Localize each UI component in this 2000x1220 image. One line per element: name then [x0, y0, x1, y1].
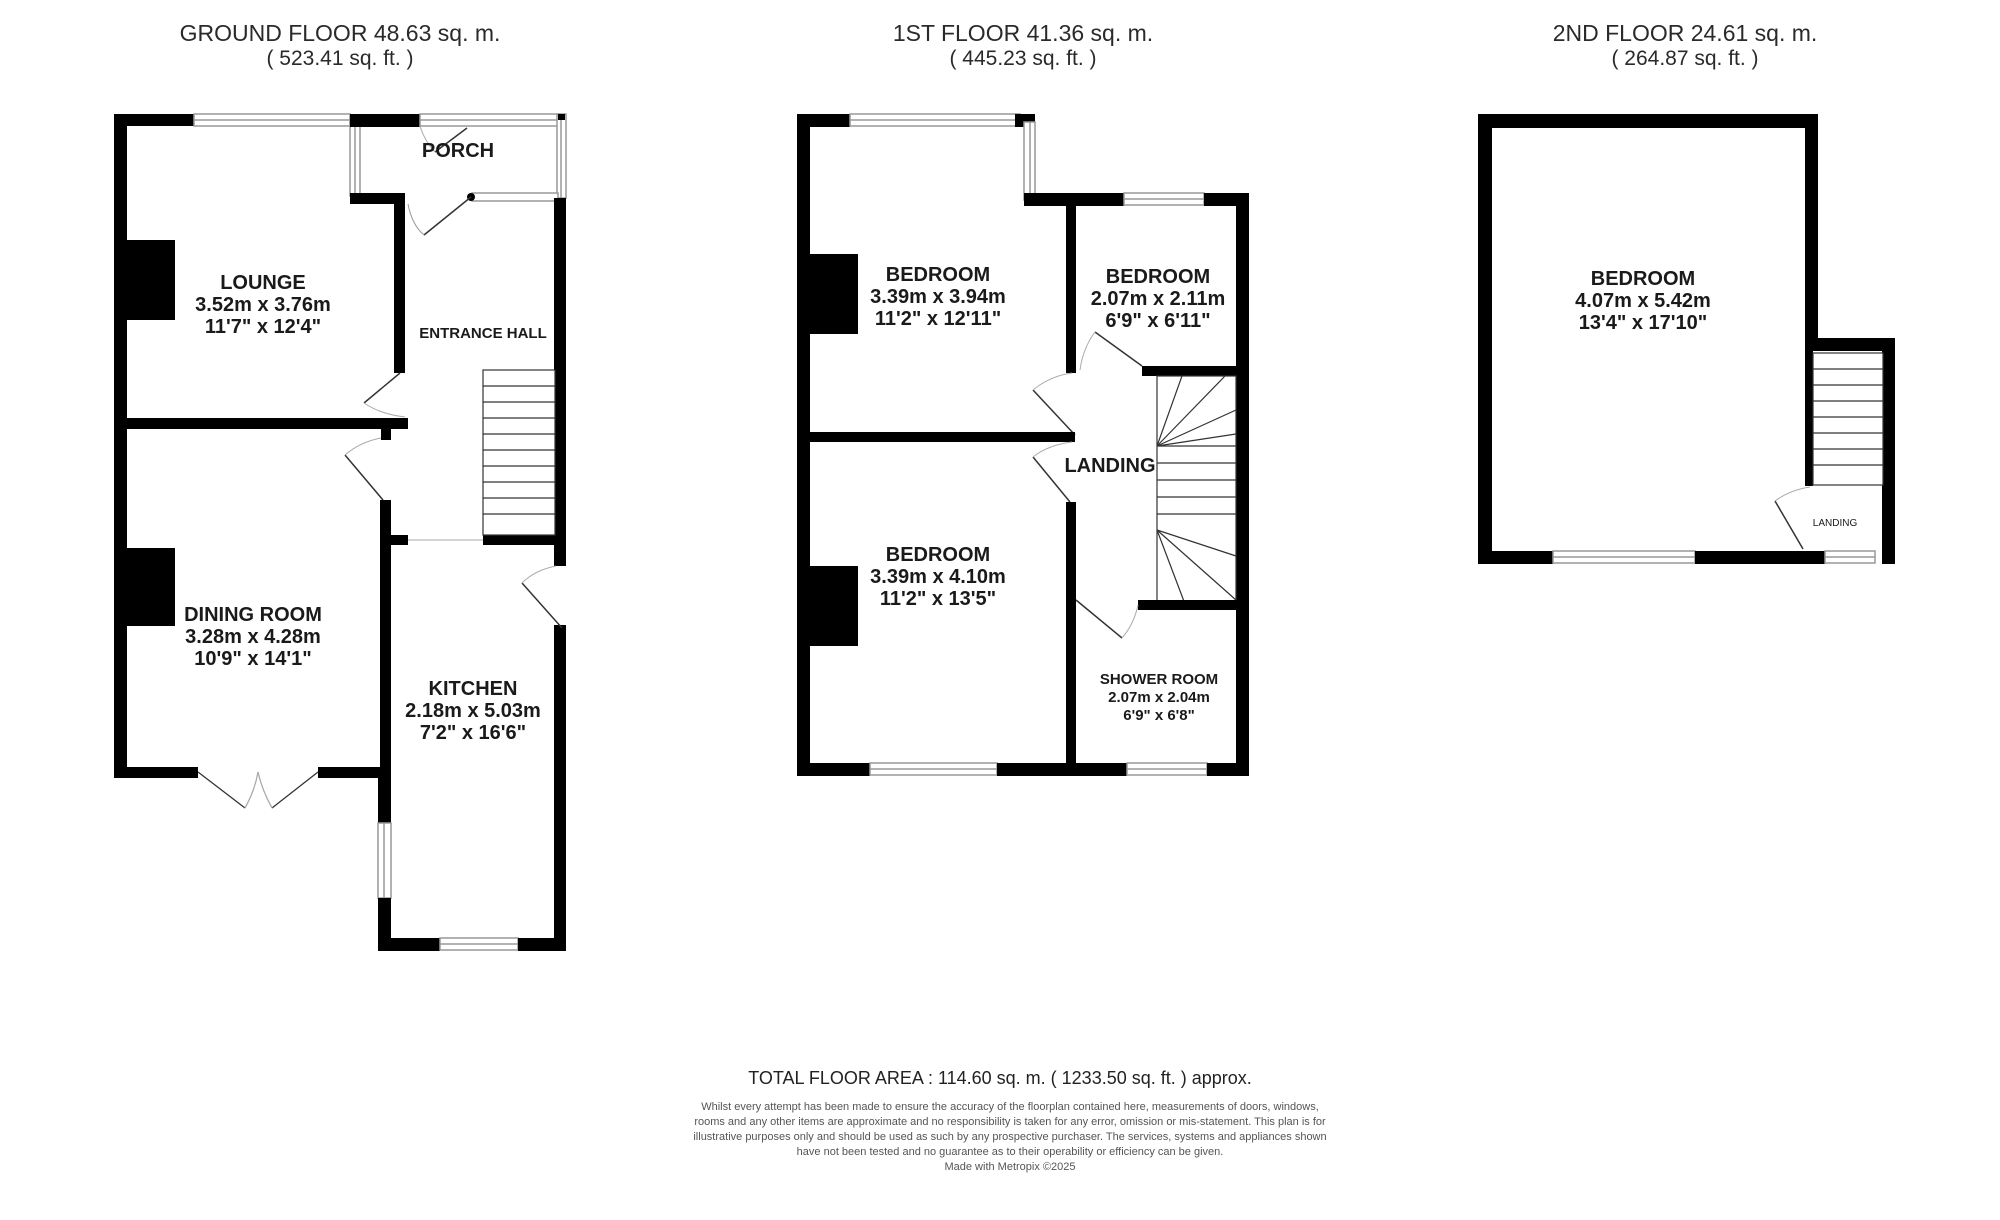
room-dimensions-imperial: 13'4" x 17'10": [1578, 312, 1708, 334]
room-label-lounge: LOUNGE 3.52m x 3.76m 11'7" x 12'4": [195, 272, 331, 338]
room-dimensions-metric: 2.07m x 2.11m: [1090, 288, 1226, 310]
room-dimensions-metric: 2.07m x 2.04m: [1108, 689, 1210, 706]
second-floor-area-sqft: ( 264.87 sq. ft. ): [1611, 47, 1759, 70]
window-lounge: [193, 113, 351, 127]
stairs-second-floor: [1812, 352, 1884, 486]
room-label-bedroom-loft: BEDROOM 4.07m x 5.42m 13'4" x 17'10": [1575, 268, 1711, 334]
room-dimensions-metric: 3.39m x 3.94m: [870, 286, 1006, 308]
chimney-breast-bedroom1: [810, 254, 858, 334]
room-label-bedroom-1: BEDROOM 3.39m x 3.94m 11'2" x 12'11": [870, 264, 1006, 330]
room-label-bedroom-3: BEDROOM 3.39m x 4.10m 11'2" x 13'5": [870, 544, 1006, 610]
room-label-landing-2: LANDING: [1813, 513, 1857, 535]
room-dimensions-imperial: 10'9" x 14'1": [194, 648, 312, 670]
room-name: LOUNGE: [220, 272, 306, 294]
window-porch-right: [556, 113, 567, 199]
room-dimensions-imperial: 11'2" x 12'11": [874, 308, 1002, 330]
second-floor-plan: [1478, 114, 1895, 564]
chimney-breast-dining: [127, 548, 175, 626]
room-dimensions-metric: 3.39m x 4.10m: [870, 566, 1006, 588]
window-kitchen-side: [377, 822, 392, 899]
room-dimensions-imperial: 7'2" x 16'6": [419, 722, 527, 744]
second-floor-area: 2ND FLOOR 24.61 sq. m.: [1552, 20, 1818, 46]
window-porch-left: [349, 117, 361, 197]
room-dimensions-imperial: 11'7" x 12'4": [204, 316, 322, 338]
french-doors-dining: [197, 771, 319, 809]
window-kitchen-rear: [439, 937, 519, 951]
disclaimer-text: Whilst every attempt has been made to en…: [693, 1101, 1327, 1158]
window-porch-top: [419, 113, 561, 127]
room-name: BEDROOM: [1590, 268, 1696, 290]
total-floor-area: TOTAL FLOOR AREA : 114.60 sq. m. ( 1233.…: [748, 1068, 1252, 1088]
first-floor-area: 1ST FLOOR 41.36 sq. m.: [892, 20, 1154, 46]
room-dimensions-imperial: 6'9" x 6'8": [1123, 707, 1195, 724]
ground-floor-title: GROUND FLOOR 48.63 sq. m. ( 523.41 sq. f…: [140, 20, 540, 72]
room-label-bedroom-2: BEDROOM 2.07m x 2.11m 6'9" x 6'11": [1091, 266, 1226, 332]
credit: Made with Metropix ©2025: [944, 1161, 1076, 1173]
chimney-breast-bedroom3: [810, 566, 858, 646]
room-label-landing: LANDING: [1064, 455, 1155, 477]
window-porch-bottom: [471, 192, 559, 202]
second-floor-title: 2ND FLOOR 24.61 sq. m. ( 264.87 sq. ft. …: [1485, 20, 1885, 72]
room-dimensions-metric: 3.52m x 3.76m: [195, 294, 331, 316]
room-dimensions-metric: 2.18m x 5.03m: [405, 700, 541, 722]
window-landing: [1824, 550, 1876, 564]
room-name: PORCH: [421, 140, 495, 162]
room-label-dining-room: DINING ROOM 3.28m x 4.28m 10'9" x 14'1": [184, 604, 322, 670]
room-name: SHOWER ROOM: [1099, 671, 1219, 688]
ground-floor-area: GROUND FLOOR 48.63 sq. m.: [179, 20, 501, 46]
room-label-shower-room: SHOWER ROOM 2.07m x 2.04m 6'9" x 6'8": [1100, 671, 1218, 725]
window-bedroom1-bay: [1023, 121, 1036, 201]
room-dimensions-imperial: 11'2" x 13'5": [879, 588, 997, 610]
room-name: LANDING: [1064, 455, 1156, 477]
room-name: DINING ROOM: [184, 604, 322, 626]
stairs-first-floor: [1156, 375, 1237, 605]
room-label-porch: PORCH: [422, 140, 494, 162]
window-bedroom-loft: [1552, 550, 1696, 564]
window-shower-room: [1126, 762, 1208, 776]
room-name: BEDROOM: [885, 264, 991, 286]
stairs-ground-floor: [482, 369, 556, 536]
room-name: BEDROOM: [1105, 266, 1211, 288]
room-name: ENTRANCE HALL: [419, 325, 547, 342]
room-name: BEDROOM: [885, 544, 991, 566]
first-floor-title: 1ST FLOOR 41.36 sq. m. ( 445.23 sq. ft. …: [823, 20, 1223, 72]
window-bedroom2: [1123, 192, 1205, 206]
disclaimer: Whilst every attempt has been made to en…: [690, 1100, 1330, 1175]
first-floor-plan: [797, 113, 1249, 776]
first-floor-area-sqft: ( 445.23 sq. ft. ): [949, 47, 1097, 70]
chimney-breast-lounge: [127, 240, 175, 320]
room-label-entrance-hall: ENTRANCE HALL: [419, 325, 547, 343]
ground-floor-plan: [114, 113, 567, 951]
window-bedroom3-rear: [869, 762, 998, 776]
room-label-kitchen: KITCHEN 2.18m x 5.03m 7'2" x 16'6": [405, 678, 541, 744]
room-name: LANDING: [1812, 518, 1858, 529]
window-bedroom1-front: [849, 113, 1021, 127]
room-dimensions-metric: 3.28m x 4.28m: [185, 626, 321, 648]
room-dimensions-imperial: 6'9" x 6'11": [1105, 310, 1211, 332]
room-dimensions-metric: 4.07m x 5.42m: [1575, 290, 1711, 312]
room-name: KITCHEN: [428, 678, 518, 700]
ground-floor-area-sqft: ( 523.41 sq. ft. ): [266, 47, 414, 70]
